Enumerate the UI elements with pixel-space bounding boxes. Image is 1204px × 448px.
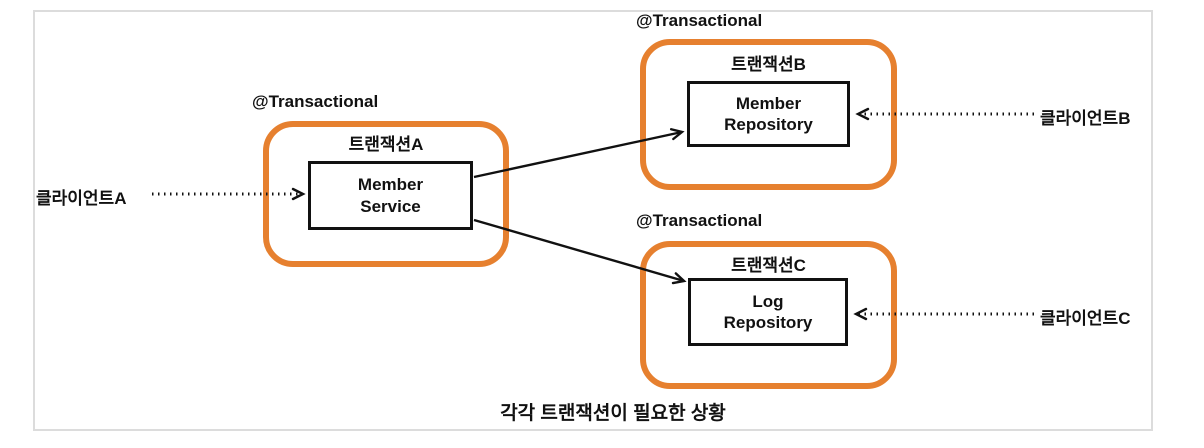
diagram-caption: 각각 트랜잭션이 필요한 상황	[500, 403, 726, 424]
transaction-a-title: 트랜잭션A	[348, 135, 424, 154]
transaction-c-title: 트랜잭션C	[731, 256, 806, 275]
member-service-node: Member Service	[308, 161, 473, 230]
client-c-label: 클라이언트C	[1040, 309, 1131, 328]
client-b-label: 클라이언트B	[1040, 109, 1131, 128]
transactional-annotation-c: @Transactional	[636, 211, 763, 230]
transactional-annotation-b: @Transactional	[636, 11, 763, 30]
client-a-label: 클라이언트A	[36, 189, 127, 208]
diagram-frame	[33, 10, 1153, 431]
member-repository-node: Member Repository	[687, 81, 850, 147]
transactional-annotation-a: @Transactional	[252, 92, 379, 111]
log-repository-node: Log Repository	[688, 278, 848, 346]
transaction-b-title: 트랜잭션B	[731, 55, 806, 74]
